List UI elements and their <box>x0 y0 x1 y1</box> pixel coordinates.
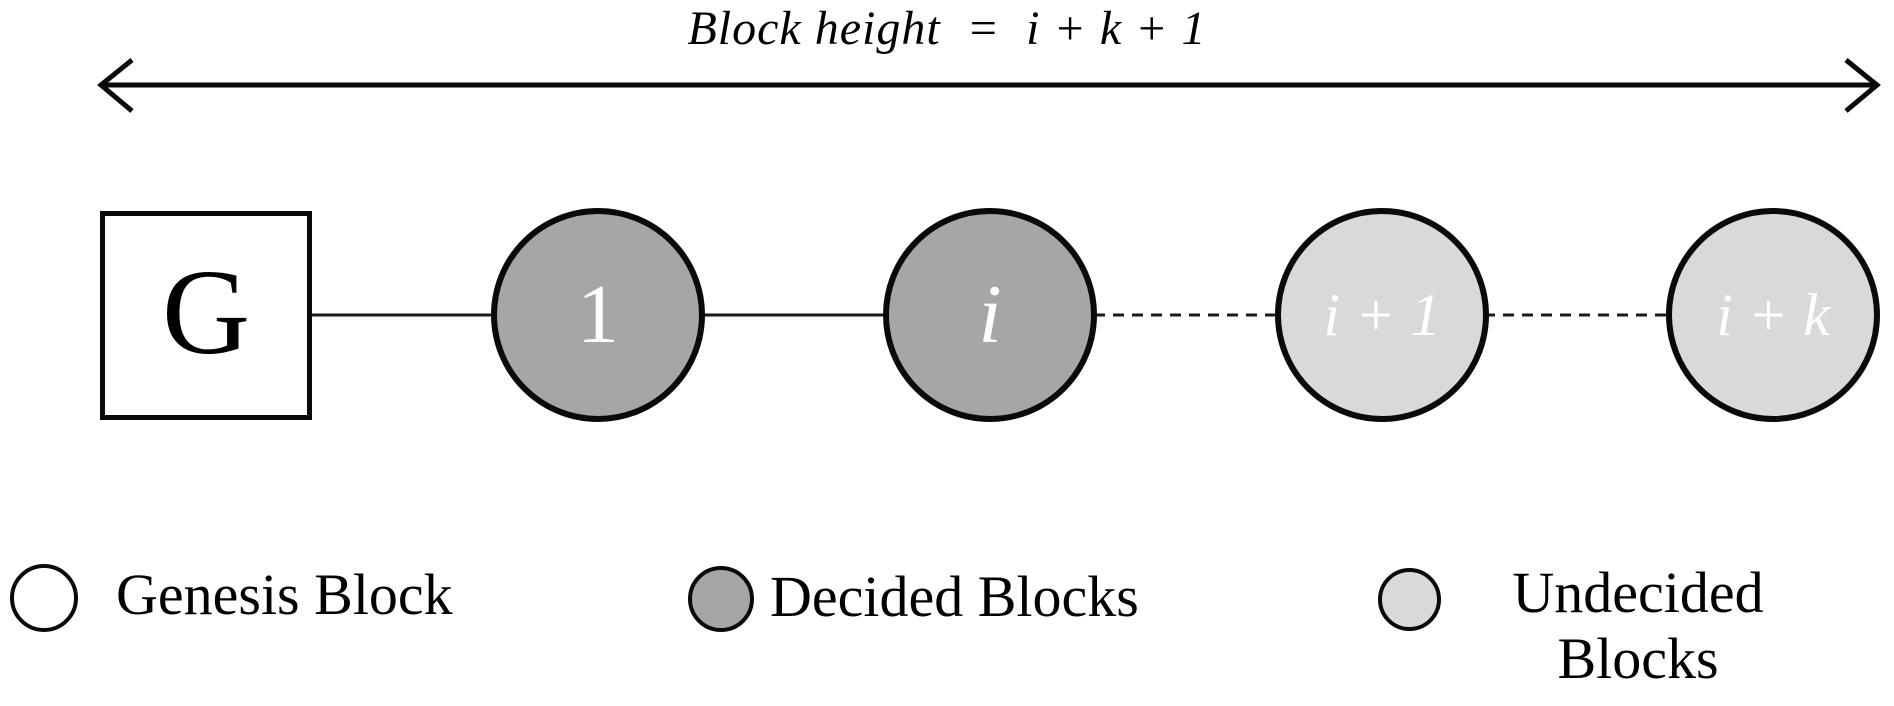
block-i-plus-k-label: i + k <box>1716 282 1830 348</box>
decided-swatch-icon <box>688 566 754 632</box>
legend-label-undecided: Undecided Blocks <box>1512 560 1764 691</box>
block-i-plus-1-label: i + 1 <box>1323 282 1441 348</box>
block-height-title: Block height = i + k + 1 <box>687 2 1207 55</box>
block-height-span-arrow <box>97 58 1881 113</box>
legend-label-genesis: Genesis Block <box>116 562 453 627</box>
span-arrow-left-head <box>97 58 134 113</box>
undecided-block-i-plus-k: i + k <box>1666 208 1880 422</box>
genesis-block: G <box>100 211 312 420</box>
undecided-block-i-plus-1: i + 1 <box>1275 208 1489 422</box>
genesis-swatch-icon <box>10 564 78 632</box>
undecided-swatch-icon <box>1378 568 1441 631</box>
decided-block-i: i <box>883 208 1097 422</box>
legend-label-decided: Decided Blocks <box>770 564 1139 629</box>
block-1-label: 1 <box>577 268 619 361</box>
decided-block-1: 1 <box>491 208 705 422</box>
span-arrow-right-head <box>1844 58 1881 113</box>
block-i-label: i <box>978 268 1002 361</box>
genesis-block-label: G <box>161 244 251 380</box>
